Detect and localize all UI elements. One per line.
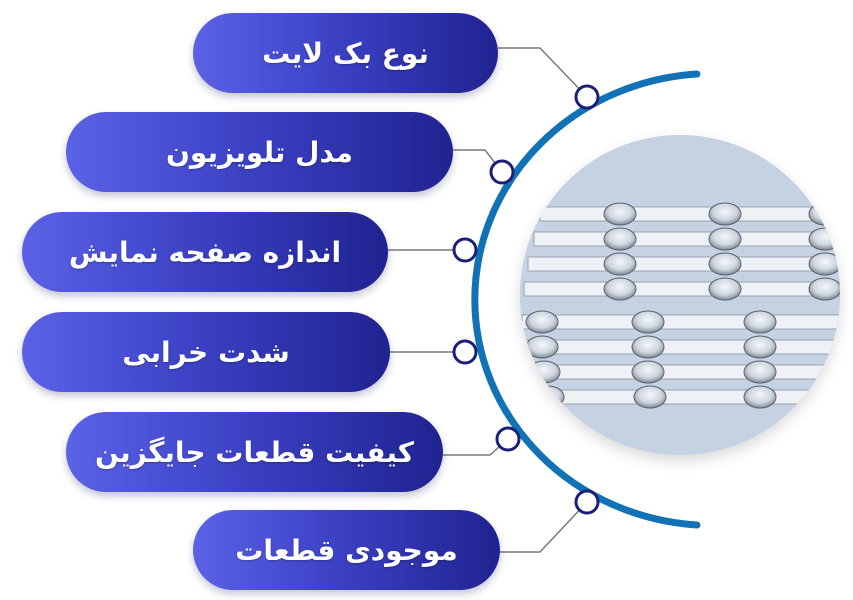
- item-label-3: اندازه صفحه نمایش: [68, 235, 342, 269]
- connector-1: [498, 47, 588, 98]
- connector-6: [500, 501, 588, 553]
- led-strips-illustration: [520, 135, 840, 455]
- item-label-2: مدل تلویزیون: [166, 135, 353, 169]
- item-pill-2: مدل تلویزیون: [66, 112, 453, 192]
- node-3: [452, 237, 478, 263]
- item-pill-4: شدت خرابی: [22, 312, 390, 392]
- item-label-6: موجودی قطعات: [235, 533, 458, 567]
- node-4: [452, 339, 478, 365]
- item-pill-3: اندازه صفحه نمایش: [22, 212, 388, 292]
- item-label-1: نوع بک لایت: [262, 36, 429, 70]
- backlight-photo: [520, 135, 840, 455]
- strip-group-top: [523, 202, 840, 301]
- item-pill-5: کیفیت قطعات جایگزین: [66, 412, 443, 492]
- node-2: [489, 159, 515, 185]
- item-pill-1: نوع بک لایت: [193, 13, 498, 93]
- item-label-4: شدت خرابی: [122, 335, 290, 369]
- item-pill-6: موجودی قطعات: [193, 510, 500, 590]
- item-label-5: کیفیت قطعات جایگزین: [94, 435, 415, 469]
- node-6: [574, 489, 600, 515]
- node-5: [495, 426, 521, 452]
- node-1: [574, 84, 600, 110]
- strip-group-bottom: [521, 310, 840, 409]
